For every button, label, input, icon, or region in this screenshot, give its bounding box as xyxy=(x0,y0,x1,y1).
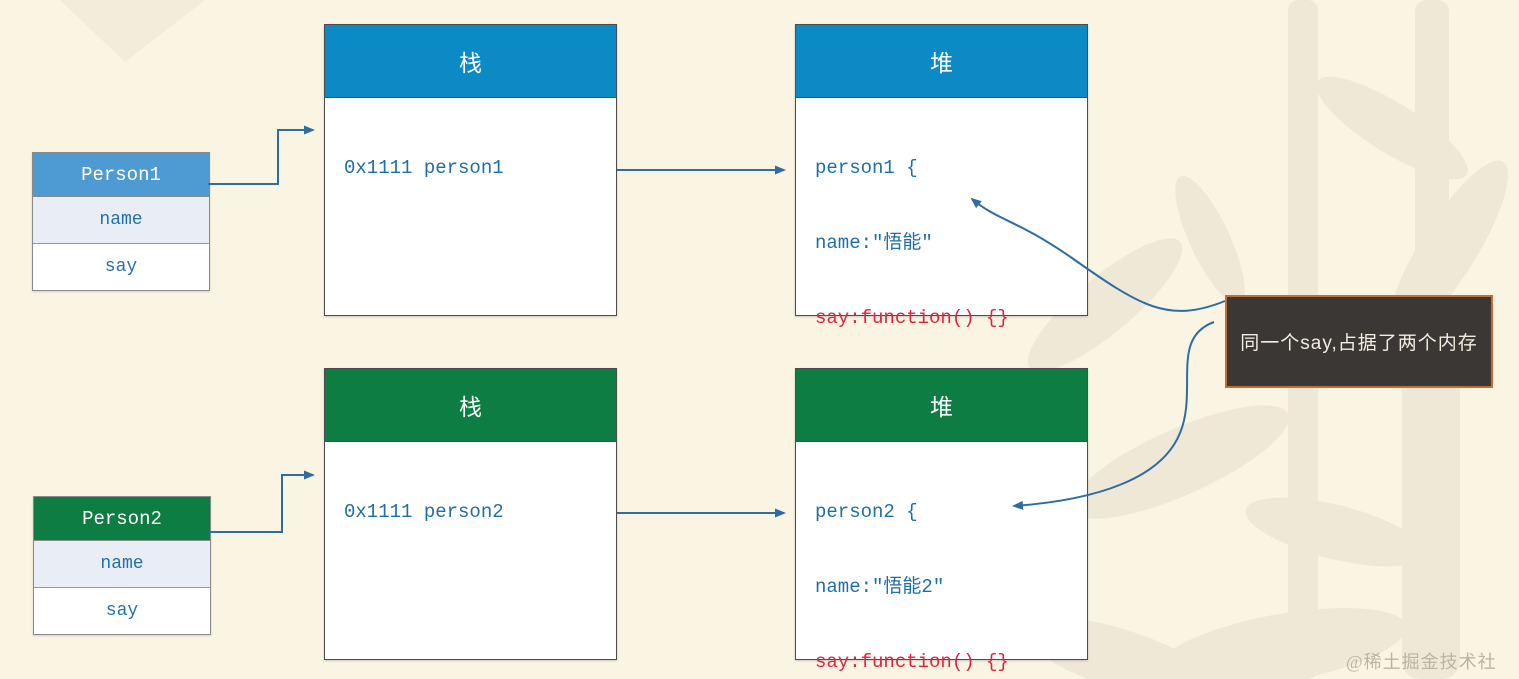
person1-title: Person1 xyxy=(81,163,161,186)
stack1-header: 栈 xyxy=(325,25,616,98)
stack2-box: 栈 0x1111 person2 xyxy=(324,368,617,660)
heap1-title: 堆 xyxy=(930,51,953,76)
annotation-note: 同一个say,占据了两个内存 xyxy=(1225,295,1493,388)
person1-row-name-label: name xyxy=(99,210,143,230)
person2-table: Person2 name say xyxy=(33,496,211,635)
person1-row-name: name xyxy=(33,197,209,244)
stack1-content: 0x1111 person1 xyxy=(325,98,616,231)
heap1-box: 堆 person1 { name:"悟能" say:function() {} … xyxy=(795,24,1088,479)
heap2-line2: name:"悟能2" xyxy=(815,576,945,598)
stack2-header: 栈 xyxy=(325,369,616,442)
person2-table-header: Person2 xyxy=(34,497,210,541)
annotation-note-text: 同一个say,占据了两个内存 xyxy=(1240,333,1478,354)
person1-table-header: Person1 xyxy=(33,153,209,197)
person1-table: Person1 name say xyxy=(32,152,210,291)
heap2-header: 堆 xyxy=(796,369,1087,442)
heap1-line1: person1 { xyxy=(815,157,918,179)
stack1-title: 栈 xyxy=(459,51,482,76)
heap1-header: 堆 xyxy=(796,25,1087,98)
heap2-line1: person2 { xyxy=(815,501,918,523)
stack2-title: 栈 xyxy=(459,395,482,420)
person1-row-say: say xyxy=(33,244,209,290)
person2-row-name: name xyxy=(34,541,210,588)
person2-row-say: say xyxy=(34,588,210,634)
person1-row-say-label: say xyxy=(104,257,138,277)
stack1-line: 0x1111 person1 xyxy=(344,157,504,179)
heap2-content: person2 { name:"悟能2" say:function() {} } xyxy=(796,442,1087,679)
site-watermark: @稀土掘金技术社区 xyxy=(1346,652,1497,679)
person2-title: Person2 xyxy=(82,507,162,530)
heap2-line3: say:function() {} xyxy=(815,651,1009,673)
person2-row-name-label: name xyxy=(100,554,144,574)
heap1-line3: say:function() {} xyxy=(815,307,1009,329)
stack1-box: 栈 0x1111 person1 xyxy=(324,24,617,316)
heap1-line2: name:"悟能" xyxy=(815,232,933,254)
stack2-content: 0x1111 person2 xyxy=(325,442,616,575)
person2-row-say-label: say xyxy=(105,601,139,621)
heap2-title: 堆 xyxy=(930,395,953,420)
heap2-box: 堆 person2 { name:"悟能2" say:function() {}… xyxy=(795,368,1088,673)
stack2-line: 0x1111 person2 xyxy=(344,501,504,523)
